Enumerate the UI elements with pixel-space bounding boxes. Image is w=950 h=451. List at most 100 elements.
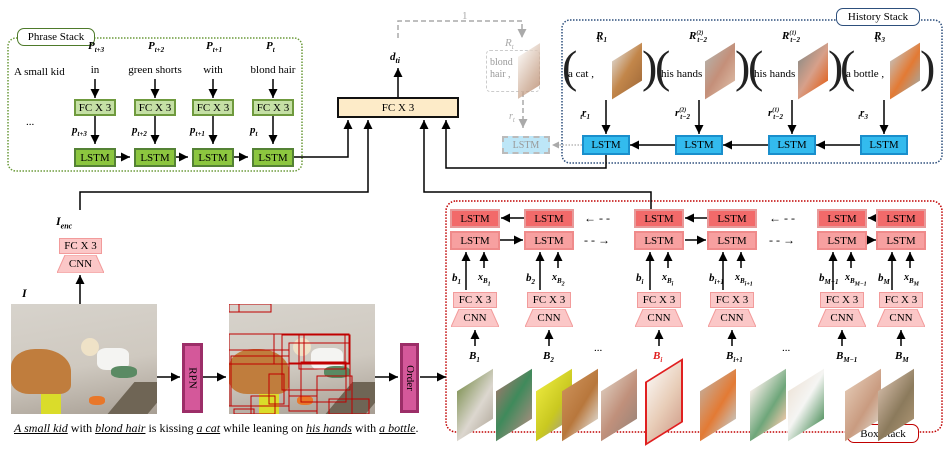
history-bracket-close: ) [828,41,844,92]
history-phrase: his hands , [754,68,801,80]
phrase-fc-box: FC X 3 [134,99,176,116]
caption-phrase-2: blond hair [95,421,146,435]
history-region-label: Rt−3 [874,30,886,45]
proposal-box [233,408,255,414]
decoder-fc-box: FC X 3 [337,97,459,118]
phrase-text: green shorts [128,64,182,76]
caption-text: . [415,421,419,435]
box-dashes-top-right: ← - - [769,211,795,225]
box-dashes-top-left: ← - - [584,211,610,225]
box-feature-label: xB2 [552,272,565,288]
history-lstm: LSTM [582,135,630,155]
box-fc-box: FC X 3 [879,292,923,308]
input-image-label: I [22,286,27,300]
feedback-label: 1 [462,10,468,22]
proposal-box [268,373,285,405]
phrase-symbol: Pt+3 [88,40,105,55]
proposal-box [288,395,318,412]
box-lstm-backward: LSTM [450,209,500,228]
image-enc-fc-box: FC X 3 [59,238,102,254]
current-region-label: Rt [505,37,514,52]
box-cnn: CNN [451,309,499,327]
box-fc-box: FC X 3 [527,292,571,308]
input-image [11,304,157,414]
box-lstm-forward: LSTM [707,231,757,250]
caption-text: is kissing [145,421,197,435]
phrase-text: with [203,64,223,76]
box-lstm-forward: LSTM [634,231,684,250]
box-lstm-backward: LSTM [817,209,867,228]
phrase-feature-label: pt+3 [72,124,87,139]
box-region-label: BM−1 [836,350,858,365]
box-region-label: B2 [543,350,554,365]
proposal-box [298,334,346,370]
box-fc-box: FC X 3 [637,292,681,308]
box-feature-label: xBi [662,272,674,288]
phrase-text: blond hair [250,64,296,76]
box-lstm-backward: LSTM [634,209,684,228]
box-lstm-backward: LSTM [876,209,926,228]
box-region-label: Bi+1 [726,350,743,365]
history-region-label: R(1)t−2 [782,30,801,45]
caption: A small kid with blond hair is kissing a… [14,421,419,436]
history-bracket-close: ) [735,41,751,92]
box-region-label: B1 [469,350,480,365]
proposal-box [230,355,290,407]
box-dashes-bot-left: - - → [584,233,610,247]
caption-phrase-4: his hands [306,421,352,435]
proposal-box [250,395,276,414]
phrase-lstm: LSTM [74,148,116,167]
box-ellipsis-left: ... [594,342,603,354]
box-fc-box: FC X 3 [453,292,497,308]
history-lstm: LSTM [768,135,816,155]
order-module: Order [400,343,419,413]
proposal-boxes [229,304,370,414]
phrase-text: in [90,64,100,76]
phrase-stack-title: Phrase Stack [17,28,95,46]
proposal-box [229,304,240,313]
phrase-symbol: Pt+1 [206,40,223,55]
phrase-lstm: LSTM [192,148,234,167]
history-bracket-open: ( [562,41,578,92]
proposal-box [328,398,370,414]
caption-text: with [67,421,96,435]
box-region-label: Bi [653,350,663,365]
box-region-label: BM [895,350,909,365]
box-coord-label: bM−1 [819,272,839,287]
box-lstm-forward: LSTM [524,231,574,250]
history-lstm: LSTM [675,135,723,155]
history-feature-label: rt−1 [580,107,590,122]
box-cnn: CNN [635,309,683,327]
box-ellipsis-right: ... [782,342,791,354]
history-bracket-open: ( [748,41,764,92]
current-region-feature-label: rt [509,111,515,124]
caption-text: with [351,421,380,435]
history-bracket-close: ) [642,41,658,92]
box-coord-label: b2 [526,272,535,287]
phrase-context-text: A small kid [14,66,65,78]
phrase-feature-label: pt [250,124,258,139]
box-coord-label: b1 [452,272,461,287]
box-fc-box: FC X 3 [820,292,864,308]
phrase-symbol: Pt [266,40,275,55]
history-region-label: Rt−1 [596,30,608,45]
phrase-ellipsis: ... [26,116,35,128]
history-bracket-open: ( [655,41,671,92]
box-feature-label: xBM−1 [845,272,867,288]
caption-text: while leaning on [220,421,307,435]
proposal-image [229,304,375,414]
box-lstm-forward: LSTM [876,231,926,250]
box-cnn: CNN [708,309,756,327]
history-feature-label: r(2)t−2 [675,107,690,122]
history-bracket-open: ( [840,41,856,92]
history-stack-title: History Stack [836,8,920,26]
box-coord-label: bM [878,272,890,287]
history-feature-label: r(1)t−2 [768,107,783,122]
box-feature-label: xBi+1 [735,272,753,288]
phrase-fc-box: FC X 3 [74,99,116,116]
phrase-feature-label: pt+1 [190,124,205,139]
history-lstm: LSTM [860,135,908,155]
